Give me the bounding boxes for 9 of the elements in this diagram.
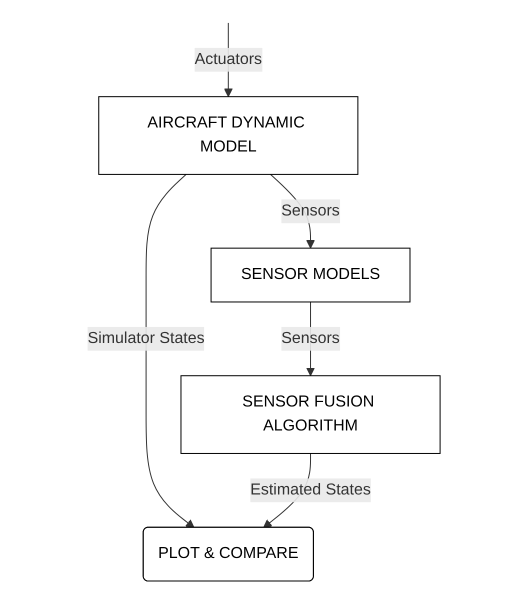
edge-label: Sensors — [281, 330, 340, 347]
node-box: SENSOR MODELS — [210, 248, 411, 302]
edge-label: Actuators — [194, 50, 262, 68]
edge-label: Simulator States — [88, 330, 205, 347]
arrow — [146, 174, 195, 528]
node-box: SENSOR FUSION ALGORITHM — [180, 375, 441, 454]
node-box: AIRCRAFT DYNAMIC MODEL — [98, 96, 359, 175]
edge-label: Sensors — [281, 202, 340, 220]
edge-label: Estimated States — [250, 481, 371, 498]
